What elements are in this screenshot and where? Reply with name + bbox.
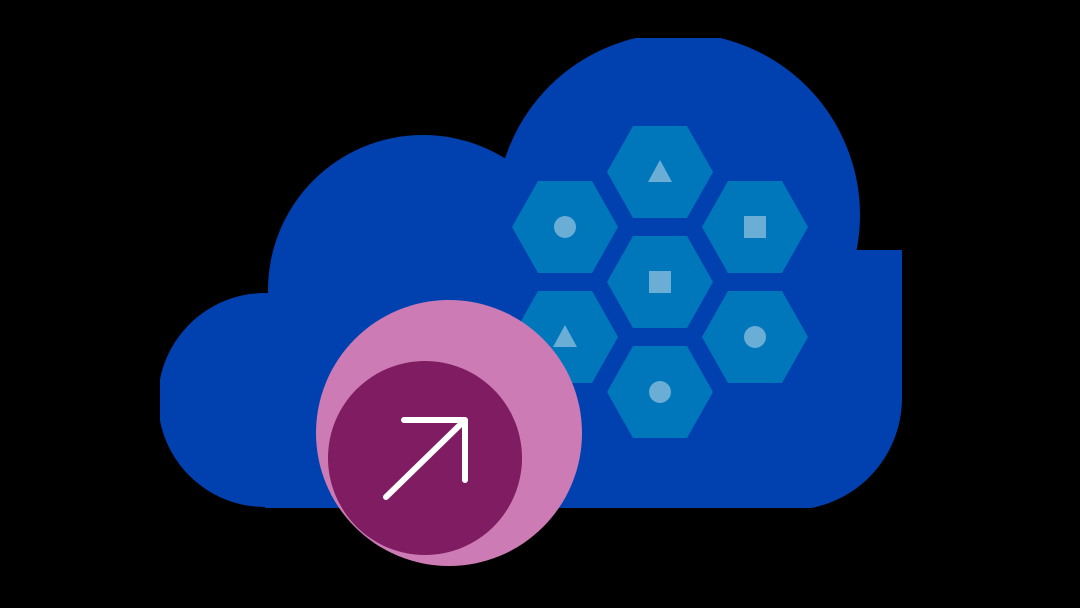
circle-icon <box>649 381 671 403</box>
hexagon-grid <box>512 126 808 438</box>
triangle-icon <box>553 325 577 347</box>
arrow-badge <box>316 300 582 566</box>
square-icon <box>649 271 671 293</box>
circle-icon <box>744 326 766 348</box>
triangle-icon <box>648 160 672 182</box>
circle-icon <box>554 216 576 238</box>
square-icon <box>744 216 766 238</box>
arrow-up-right-icon <box>383 417 468 500</box>
